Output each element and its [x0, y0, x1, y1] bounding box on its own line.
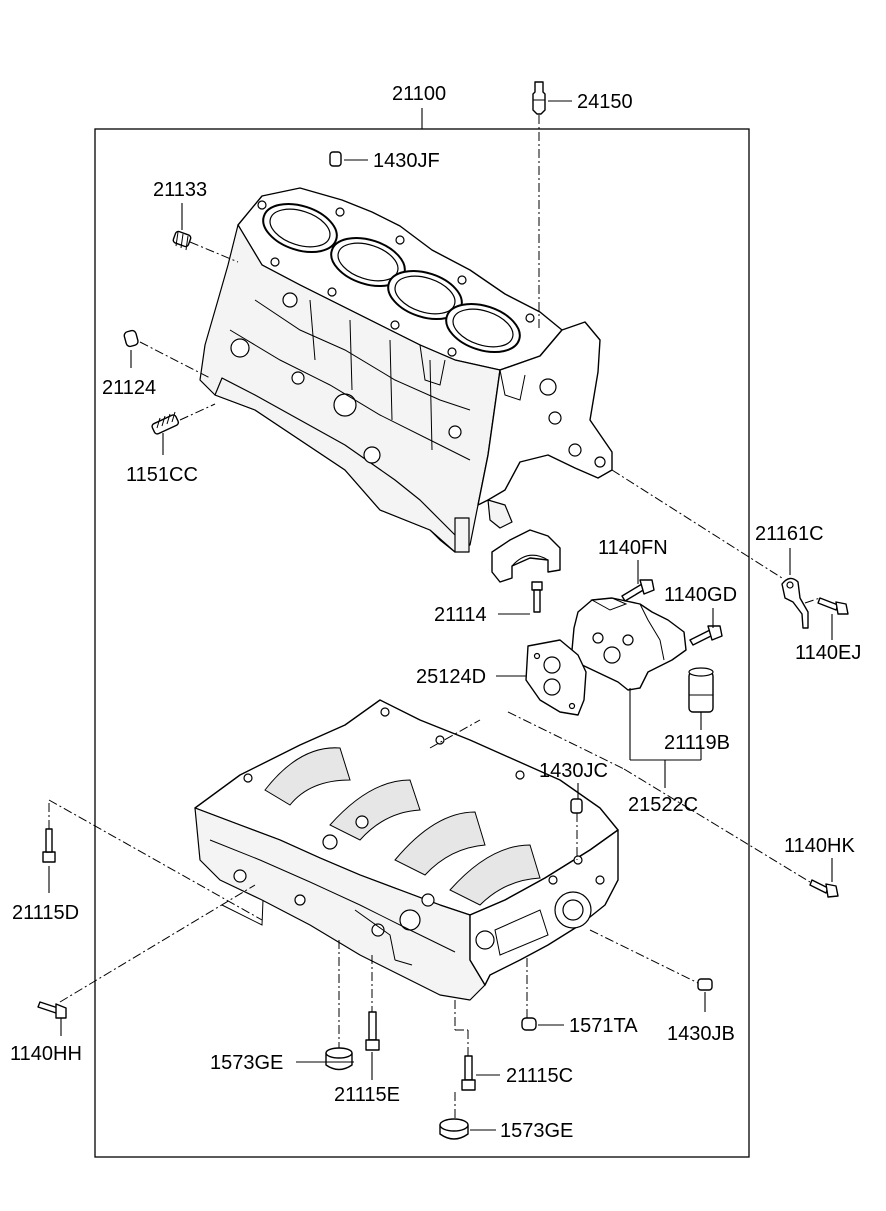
lower-crankcase-illustration [194, 699, 619, 1001]
bolt-1140HK-illustration [809, 879, 839, 898]
label-21115D: 21115D [12, 902, 79, 924]
dowel-1430JF-illustration [329, 151, 342, 167]
bearing-cap-illustration [491, 529, 561, 583]
plug-1571TA-illustration [521, 1017, 537, 1031]
plug-1573GE-lower-illustration [439, 1118, 469, 1140]
part-labels: 21100 24150 1430JF 21133 21124 1151CC 21… [10, 83, 861, 1142]
oil-filter-illustration [688, 667, 714, 713]
label-1573GE-upper: 1573GE [210, 1052, 283, 1074]
label-1430JF: 1430JF [373, 150, 440, 172]
label-21115E: 21115E [334, 1084, 400, 1106]
bolt-1140FN-illustration [621, 579, 655, 602]
bolt-21114-illustration [531, 581, 543, 613]
dowel-1430JC-illustration [570, 798, 583, 814]
gasket-illustration [525, 639, 587, 716]
plug-24150-illustration [532, 81, 546, 115]
bolt-1140GD-illustration [689, 625, 723, 646]
label-1573GE-lower: 1573GE [500, 1120, 573, 1142]
label-1140HK: 1140HK [784, 835, 855, 857]
label-21100: 21100 [392, 83, 446, 105]
label-1140GD: 1140GD [664, 584, 737, 606]
dowel-1430JB-illustration [697, 978, 713, 991]
label-1430JC: 1430JC [539, 760, 608, 782]
label-21114: 21114 [434, 604, 487, 626]
assembly-centerlines [48, 115, 821, 1118]
plug-1151CC-illustration [151, 411, 180, 435]
label-21119B: 21119B [664, 732, 730, 754]
label-1571TA: 1571TA [569, 1015, 638, 1037]
label-1140FN: 1140FN [598, 537, 668, 559]
plug-21133-illustration [172, 230, 192, 251]
label-21522C: 21522C [628, 794, 698, 816]
label-21115C: 21115C [506, 1065, 573, 1087]
label-1151CC: 1151CC [126, 464, 198, 486]
oil-filter-housing-illustration [571, 597, 687, 691]
label-24150: 24150 [577, 91, 633, 113]
label-1140HH: 1140HH [10, 1043, 82, 1065]
label-21133: 21133 [153, 179, 207, 201]
bolt-1140HH-illustration [37, 1001, 67, 1019]
label-21161C: 21161C [755, 523, 824, 545]
leader-lines [48, 100, 833, 1131]
label-25124D: 25124D [416, 666, 486, 688]
label-1430JB: 1430JB [667, 1023, 735, 1045]
dowel-21124-illustration [123, 329, 139, 348]
bolt-1140EJ-illustration [817, 597, 849, 615]
plug-1573GE-upper-illustration [325, 1047, 353, 1071]
bolt-21115D-illustration [42, 828, 56, 863]
cylinder-block-illustration [199, 187, 613, 553]
bracket-21161C-illustration [781, 577, 809, 629]
label-1140EJ: 1140EJ [795, 642, 861, 664]
bolt-21115C-illustration [461, 1055, 476, 1091]
label-21124: 21124 [102, 377, 156, 399]
bolt-21115E-illustration [365, 1011, 380, 1051]
